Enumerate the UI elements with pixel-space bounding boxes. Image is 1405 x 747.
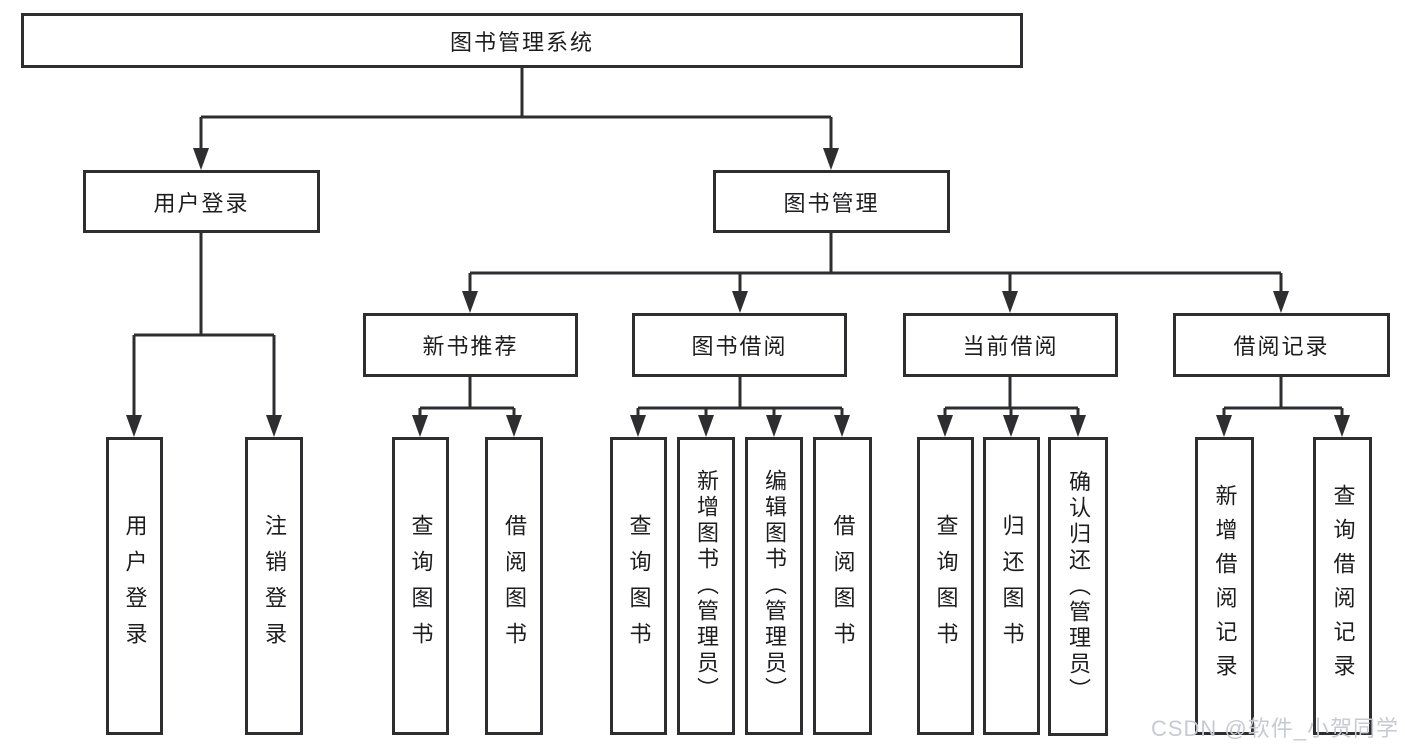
leaf-borrow-books-recommend: 借阅图书 [485,437,543,735]
leaf-user-login-label: 用户登录 [122,514,148,658]
node-new-book-recommend-label: 新书推荐 [422,334,519,359]
node-borrow-records: 借阅记录 [1173,313,1390,377]
leaf-add-books-admin-label: 新增图书（管理员） [694,469,719,703]
leaf-query-books-current-label: 查询图书 [933,514,959,658]
leaf-query-books-borrow-label: 查询图书 [626,514,652,658]
leaf-query-books-recommend: 查询图书 [392,437,449,735]
leaf-add-borrow-record-label: 新增借阅记录 [1212,484,1238,688]
node-book-borrow-label: 图书借阅 [691,334,788,359]
node-user-login-label: 用户登录 [153,190,250,216]
node-new-book-recommend: 新书推荐 [363,313,578,377]
node-root-system: 图书管理系统 [21,13,1023,68]
leaf-query-borrow-record-label: 查询借阅记录 [1330,484,1356,688]
leaf-query-books-borrow: 查询图书 [610,437,667,735]
leaf-return-books: 归还图书 [983,437,1040,735]
leaf-logout-label: 注销登录 [262,514,287,658]
connector-paths [132,68,1344,417]
node-current-borrow: 当前借阅 [903,313,1118,377]
leaf-logout: 注销登录 [245,437,303,735]
leaf-edit-books-admin-label: 编辑图书（管理员） [762,469,787,703]
leaf-borrow-books-recommend-label: 借阅图书 [502,514,527,658]
leaf-confirm-return-admin-label: 确认归还（管理员） [1066,469,1091,704]
leaf-add-books-admin: 新增图书（管理员） [677,437,735,735]
leaf-query-borrow-record: 查询借阅记录 [1313,437,1372,735]
leaf-add-borrow-record: 新增借阅记录 [1195,437,1254,735]
node-user-login: 用户登录 [83,170,320,233]
node-book-management: 图书管理 [713,170,950,233]
node-borrow-records-label: 借阅记录 [1233,334,1330,359]
leaf-borrow-books-label: 借阅图书 [830,514,856,658]
node-root-label: 图书管理系统 [449,29,594,55]
leaf-query-books-current: 查询图书 [917,437,974,735]
leaf-query-books-recommend-label: 查询图书 [408,514,434,658]
leaf-user-login: 用户登录 [106,437,163,735]
leaf-edit-books-admin: 编辑图书（管理员） [745,437,803,735]
node-current-borrow-label: 当前借阅 [962,334,1059,359]
node-book-borrow: 图书借阅 [632,313,847,377]
csdn-watermark: CSDN @软件_小贺同学 [1150,716,1399,741]
leaf-confirm-return-admin: 确认归还（管理员） [1048,437,1108,736]
node-book-management-label: 图书管理 [783,190,880,216]
leaf-return-books-label: 归还图书 [999,514,1025,658]
leaf-borrow-books: 借阅图书 [813,437,872,735]
arrowheads [126,148,1350,437]
